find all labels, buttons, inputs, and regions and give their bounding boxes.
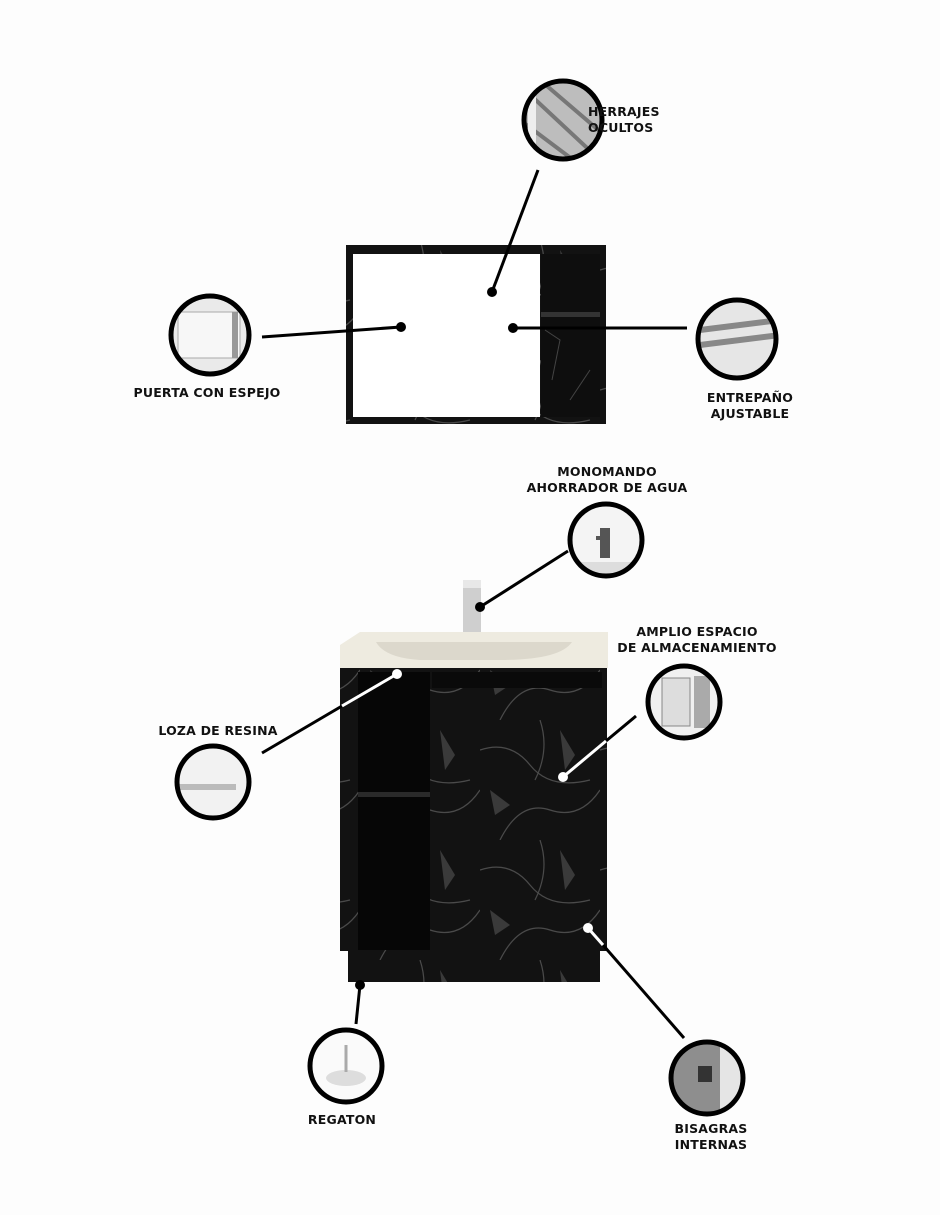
detail-storage <box>645 663 723 741</box>
leader-lines <box>261 169 687 1039</box>
label-line: PUERTA CON ESPEJO <box>133 385 281 400</box>
label-line: AHORRADOR DE AGUA <box>526 480 688 495</box>
detail-resin-sink <box>174 743 252 821</box>
label-regaton: REGATON <box>308 1112 376 1128</box>
vanity-cabinet <box>340 580 608 982</box>
label-line: HERRAJES <box>588 104 660 119</box>
detail-hinges <box>668 1039 746 1117</box>
faucet <box>463 580 481 636</box>
label-line: OCULTOS <box>588 120 654 135</box>
label-monomando: MONOMANDO AHORRADOR DE AGUA <box>527 464 688 496</box>
callout-dots <box>355 287 593 990</box>
label-herrajes-ocultos: HERRAJES OCULTOS <box>588 104 660 136</box>
cabinet-door <box>432 688 604 950</box>
detail-adjustable-shelf <box>695 297 779 381</box>
open-shelves <box>358 672 430 950</box>
label-line: AMPLIO ESPACIO <box>636 624 758 639</box>
mirror-cabinet <box>346 245 606 424</box>
detail-mirror-door <box>168 293 252 377</box>
label-entrepano-ajustable: ENTREPAÑO AJUSTABLE <box>707 390 793 422</box>
detail-leveling-foot <box>307 1027 385 1105</box>
label-line: DE ALMACENAMIENTO <box>617 640 777 655</box>
detail-faucet <box>567 501 645 579</box>
label-line: ENTREPAÑO <box>706 390 794 405</box>
label-line: BISAGRAS <box>674 1121 748 1136</box>
label-line: LOZA DE RESINA <box>158 723 278 738</box>
plinth <box>348 950 600 982</box>
label-bisagras-internas: BISAGRAS INTERNAS <box>674 1121 747 1153</box>
label-line: MONOMANDO <box>557 464 657 479</box>
mirror-door <box>353 254 540 417</box>
label-line: REGATON <box>307 1112 377 1127</box>
label-puerta-con-espejo: PUERTA CON ESPEJO <box>133 385 280 401</box>
adjustable-shelf <box>541 312 600 317</box>
label-loza-de-resina: LOZA DE RESINA <box>158 723 277 739</box>
label-line: INTERNAS <box>674 1137 748 1152</box>
label-amplio-espacio: AMPLIO ESPACIO DE ALMACENAMIENTO <box>617 624 777 656</box>
open-shelf <box>541 254 600 417</box>
detail-hidden-hardware <box>521 78 605 162</box>
label-line: AJUSTABLE <box>710 406 790 421</box>
